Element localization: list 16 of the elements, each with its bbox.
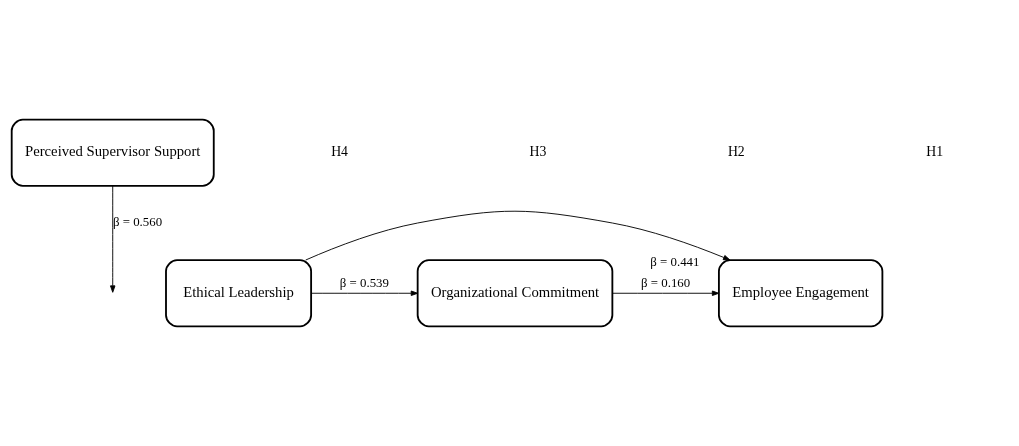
arrow	[310, 290, 419, 296]
edge-label: β = 0.441	[650, 254, 700, 269]
arrow	[305, 210, 731, 261]
node-box: Employee Engagement	[718, 259, 884, 328]
arrow	[110, 185, 116, 293]
node-box: Ethical Leadership	[165, 259, 313, 328]
edge-label: β = 0.539	[339, 276, 389, 291]
edge-label: β = 0.560	[112, 215, 163, 230]
label: H1	[926, 143, 944, 159]
node-box: Organizational Commitment	[416, 259, 614, 328]
node-box: Perceived Supervisor Support	[10, 118, 215, 187]
label: H2	[727, 143, 745, 159]
arrow	[612, 290, 720, 296]
label: H3	[529, 143, 547, 159]
edge-label: β = 0.160	[641, 276, 691, 291]
label: H4	[331, 143, 348, 159]
